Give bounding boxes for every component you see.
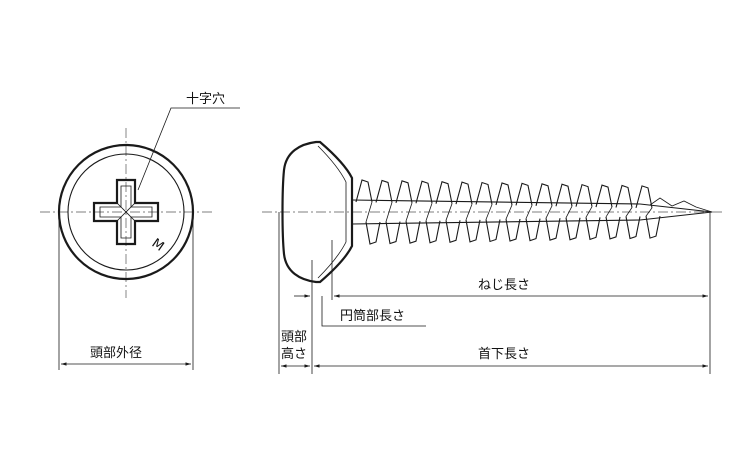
head-top-view: M 十字穴 頭部外径 bbox=[40, 92, 240, 370]
thread-crest bbox=[575, 183, 601, 241]
head-inner-circle bbox=[67, 153, 185, 271]
thread-helix bbox=[425, 203, 433, 221]
shank-upper-edge bbox=[351, 199, 641, 205]
screw-head-underside bbox=[317, 145, 347, 279]
thread-helix bbox=[625, 207, 633, 217]
thread-helix bbox=[645, 207, 653, 217]
cylinder-length-label: 円筒部長さ bbox=[340, 308, 405, 324]
thread-crest bbox=[455, 181, 481, 243]
thread-helix bbox=[385, 202, 393, 222]
head-height-label-2: 高さ bbox=[281, 346, 307, 362]
thread-helix bbox=[565, 206, 573, 218]
thread-crest bbox=[395, 180, 421, 244]
thread-crest bbox=[355, 179, 381, 245]
cross-recess-leader bbox=[137, 107, 240, 191]
cross-recess-label: 十字穴 bbox=[186, 92, 225, 107]
cylinder-length-leader bbox=[321, 296, 426, 327]
under-head-length-label: 首下長さ bbox=[478, 347, 530, 362]
thread-crest bbox=[415, 180, 441, 244]
thread-helix bbox=[445, 203, 453, 221]
thread-helix bbox=[545, 205, 553, 219]
thread-crest bbox=[375, 179, 401, 245]
head-diameter-label: 頭部外径 bbox=[90, 346, 142, 361]
thread-crest bbox=[495, 182, 521, 242]
screw-threads bbox=[355, 179, 661, 245]
thread-helix bbox=[605, 206, 613, 218]
tip-thread bbox=[649, 197, 713, 213]
thread-crest bbox=[515, 182, 541, 242]
head-mark: M bbox=[149, 236, 167, 255]
thread-crest bbox=[595, 184, 621, 240]
head-height-label-1: 頭部 bbox=[281, 330, 307, 345]
thread-crest bbox=[435, 180, 461, 244]
thread-crest bbox=[615, 184, 641, 240]
thread-helix bbox=[505, 204, 513, 220]
thread-helix bbox=[585, 206, 593, 218]
thread-crest bbox=[475, 181, 501, 243]
thread-helix bbox=[485, 204, 493, 220]
screw-side-view: ねじ長さ 円筒部長さ 頭部 高さ 首下長さ bbox=[262, 140, 722, 374]
screw-head-profile bbox=[281, 140, 354, 284]
thread-crest bbox=[555, 183, 581, 241]
thread-helix bbox=[465, 203, 473, 221]
recess-diagonal bbox=[116, 202, 136, 222]
thread-crest bbox=[535, 183, 561, 241]
thread-helix bbox=[405, 202, 413, 222]
thread-helix bbox=[365, 201, 373, 223]
thread-length-label: ねじ長さ bbox=[478, 278, 530, 293]
shank-lower-edge bbox=[351, 219, 641, 225]
thread-crest bbox=[635, 185, 661, 239]
thread-helix bbox=[525, 205, 533, 219]
